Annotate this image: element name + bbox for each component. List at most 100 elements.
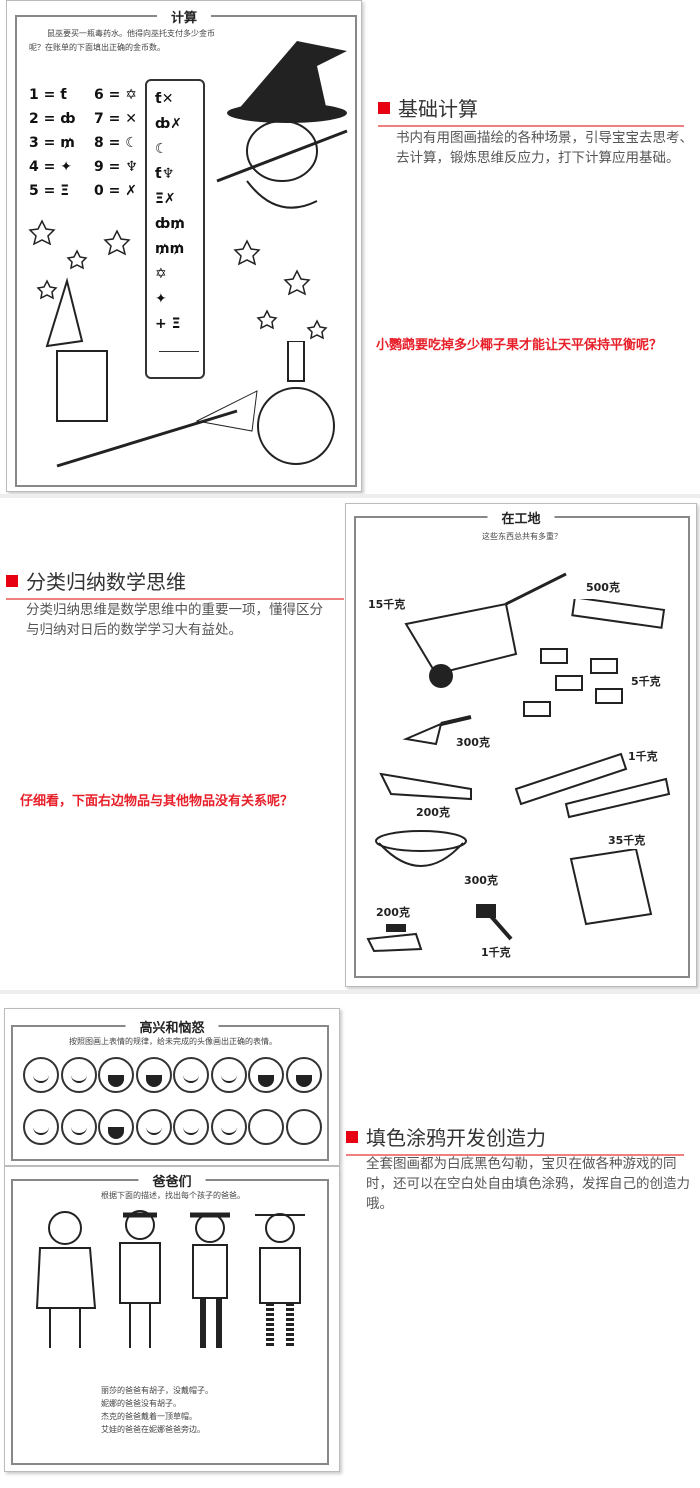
saw-illustration [379,772,472,801]
divider [0,990,700,994]
clue-line: 杰克的爸爸戴着一顶草帽。 [101,1412,197,1421]
worksheet-title: 在工地 [487,508,555,527]
scroll: ƭ✕ȸ✗☾ƭ♆Ξ✗ȸ₥₥₥✡✦+ Ξ [145,79,205,379]
legend-number: 7 [94,111,104,127]
scroll-entry: ✦ [155,291,167,307]
legend-symbol: ✕ [125,111,137,127]
legend-number: 8 [94,135,104,151]
emoji-face [98,1057,134,1093]
worksheet-title: 计算 [156,7,212,26]
blank-face[interactable] [285,1109,322,1145]
clue-line: 妮娜的爸爸没有胡子。 [101,1399,181,1408]
weight-label: 15千克 [368,598,406,611]
weight-label: 300克 [464,874,498,887]
legend-item: 9 = ♆ [94,159,138,175]
legend-item: 5 = Ξ [29,183,70,199]
worksheet-instruction: 根据下面的描述，找出每个孩子的爸爸。 [101,1191,245,1200]
weight-label: 300克 [456,736,490,749]
heading-classification: 分类归纳数学思维 [6,566,344,600]
stars-decoration [28,219,328,340]
legend-item: 0 = ✗ [94,183,137,199]
scroll-entry: ȸ₥ [155,216,185,232]
scroll-entry: + Ξ [155,316,181,332]
divider [0,494,700,498]
heading-text: 分类归纳数学思维 [26,570,186,594]
witch-illustration [216,41,348,209]
red-square-icon [378,101,390,114]
emoji-face [60,1109,97,1145]
clue-line: 艾娃的爸爸在妮娜爸爸旁边。 [101,1425,205,1434]
worksheet-dads: 爸爸们 根据下面的描述，找出每个孩子的爸爸。 丽莎的爸爸有胡子，没戴帽子。妮娜的… [4,1166,340,1472]
legend-item: 6 = ✡ [94,87,137,103]
spirit-level-illustration [571,599,666,629]
legend-symbol: ✦ [60,159,72,175]
description-coloring: 全套图画都为白底黑色勾勒，宝贝在做各种游戏的同时，还可以在空白处自由填色涂鸦，发… [366,1156,690,1212]
scroll-entry: Ξ✗ [155,191,176,207]
emoji-face [173,1109,209,1145]
legend-number: 4 [29,159,39,175]
cement-bag-illustration [569,849,653,926]
scroll-entry: ₥₥ [155,241,185,257]
worksheet-happy-angry: 高兴和恼怒 按照图画上表情的规律，给未完成的头像画出正确的表情。 [4,1008,340,1166]
scroll-entry: ☾ [155,141,168,157]
emoji-face [248,1057,284,1093]
emoji-face [285,1057,322,1093]
legend-symbol: ȸ [60,111,76,127]
worksheet-title: 爸爸们 [138,1171,206,1190]
legend-symbol: ♆ [125,159,138,175]
red-square-icon [6,574,18,587]
legend-number: 5 [29,183,39,199]
legend-number: 3 [29,135,39,151]
emoji-face [23,1057,59,1093]
dads-illustration [35,1210,305,1348]
worksheet-instruction: 按照图画上表情的规律，给未完成的头像画出正确的表情。 [69,1037,277,1046]
weight-label: 5千克 [631,675,661,688]
red-square-icon [346,1130,358,1143]
planks-illustration [514,752,671,819]
heading-coloring: 填色涂鸦开发创造力 [346,1122,684,1156]
worksheet-title: 高兴和恼怒 [125,1017,219,1036]
emoji-face [60,1057,97,1093]
heading-basic-calculation: 基础计算 [378,93,684,127]
emoji-face [23,1109,59,1145]
legend-item: 3 = ₥ [29,135,75,151]
blank-face[interactable] [248,1109,284,1145]
legend-number: 2 [29,111,39,127]
weight-label: 500克 [586,581,620,594]
emoji-face [135,1057,172,1093]
scroll-entry: ✡ [155,266,167,282]
worksheet-instruction: 这些东西总共有多重？ [482,532,562,541]
legend-item: 8 = ☾ [94,135,138,151]
worksheet-construction: 在工地 这些东西总共有多重？ 15千克 500克 5千克 300克 1千克 20… [345,503,697,987]
legend-item: 4 = ✦ [29,159,72,175]
float-illustration [366,924,423,953]
legend-number: 6 [94,87,104,103]
legend-number: 0 [94,183,104,199]
legend-item: 2 = ȸ [29,111,76,127]
weight-label: 200克 [376,906,410,919]
scroll-entry: ƭ♆ [155,166,175,182]
red-question: 仔细看，下面右边物品与其他物品没有关系呢？ [20,794,294,809]
weight-label: 35千克 [608,834,646,847]
potion-bottle-illustration [257,341,335,465]
weight-label: 1千克 [481,946,511,959]
trowel-illustration [402,715,472,746]
emoji-face [135,1109,172,1145]
scroll-entry: ȸ✗ [155,116,182,132]
answer-line [159,351,199,352]
hammer-illustration [476,904,513,941]
bricks-illustration [523,648,623,717]
legend-item: 7 = ✕ [94,111,137,127]
wizard-illustration [45,277,258,468]
weight-label: 1千克 [628,750,658,763]
description-classification: 分类归纳思维是数学思维中的重要一项，懂得区分与归纳对日后的数学学习大有益处。 [26,602,323,638]
legend-symbol: ₥ [60,135,75,151]
emoji-face [210,1109,247,1145]
emoji-face [98,1109,134,1145]
basin-illustration [375,830,467,867]
weight-label: 200克 [416,806,450,819]
emoji-face [210,1057,247,1093]
red-question: 小鹦鹉要吃掉多少椰子果才能让天平保持平衡呢？ [376,338,663,353]
legend-number: 1 [29,87,39,103]
legend-number: 9 [94,159,104,175]
